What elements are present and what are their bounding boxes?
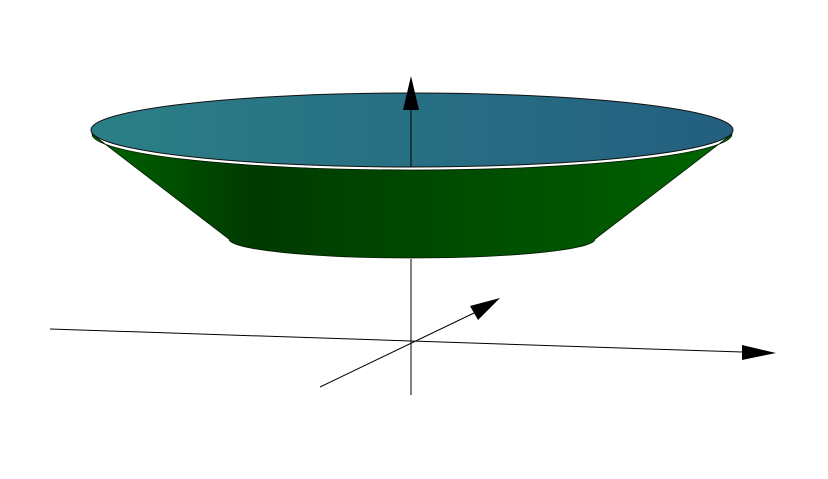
x-axis-arrowhead [742,345,776,360]
y-axis-arrowhead [470,298,500,320]
x-axis [49,328,743,353]
frustum-side-surface [91,133,733,259]
z-axis-arrowhead [403,76,419,110]
y-axis [319,312,475,388]
